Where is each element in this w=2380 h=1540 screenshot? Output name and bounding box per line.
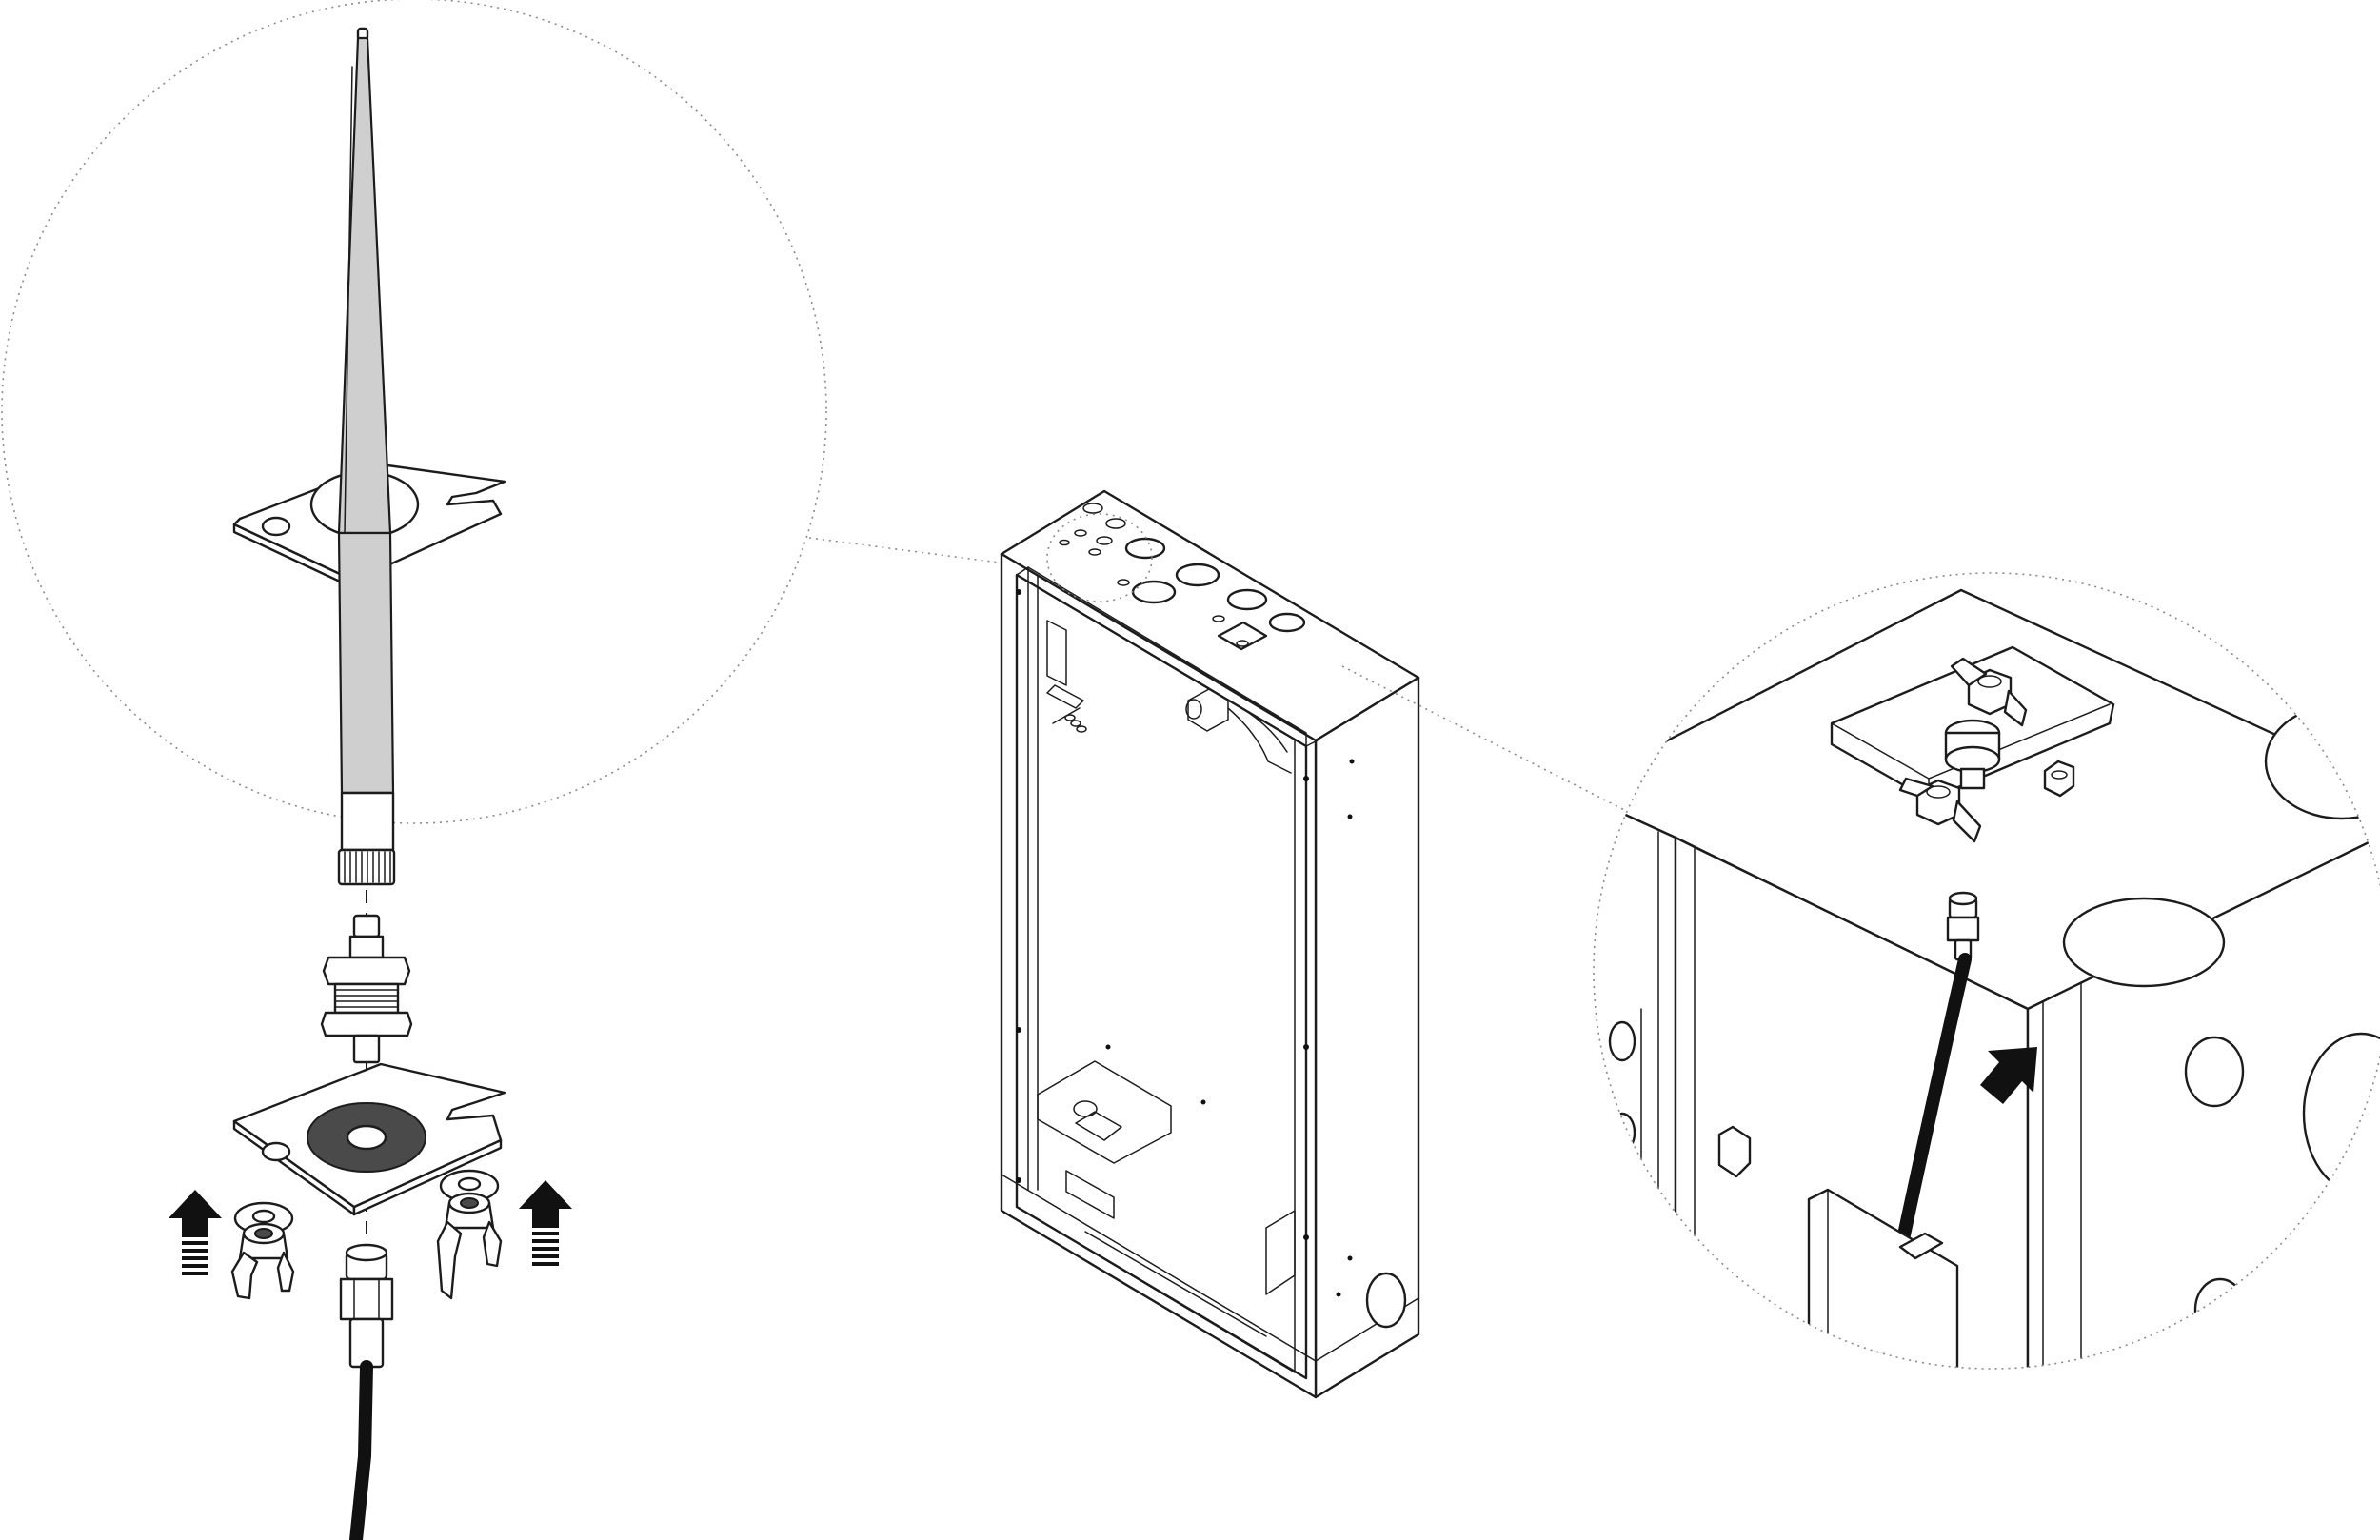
whip-antenna (337, 27, 396, 886)
side-knockout (1365, 1272, 1407, 1329)
knockouts (1059, 503, 1306, 640)
enclosure-callout-circle (1046, 513, 1153, 602)
top-knockout (2062, 897, 2226, 988)
wing-nut-right (436, 1192, 503, 1300)
callout-leader-line-right (1341, 665, 1638, 818)
top-corner-detail (1594, 588, 2380, 1369)
mounting-bracket-lower (232, 1062, 506, 1216)
wing-nut-installed-lower (1898, 777, 1982, 843)
wing-nut-left (230, 1222, 295, 1300)
antenna-callout-circle (1, 0, 827, 824)
center-bolt (1944, 719, 2001, 790)
coax-cable-connector (339, 1243, 394, 1369)
up-arrow-icon (169, 1190, 222, 1275)
wing-nut-installed-upper (1950, 657, 2028, 727)
coax-cable (349, 1360, 373, 1540)
wall-enclosure (1000, 489, 1420, 1399)
bulkhead-connector (320, 914, 413, 1064)
antenna-bracket-location (1217, 621, 1268, 651)
diagonal-arrow-icon (1980, 1047, 2037, 1104)
callout-leader-line-left (808, 537, 1029, 567)
up-arrow-icon (519, 1180, 572, 1266)
